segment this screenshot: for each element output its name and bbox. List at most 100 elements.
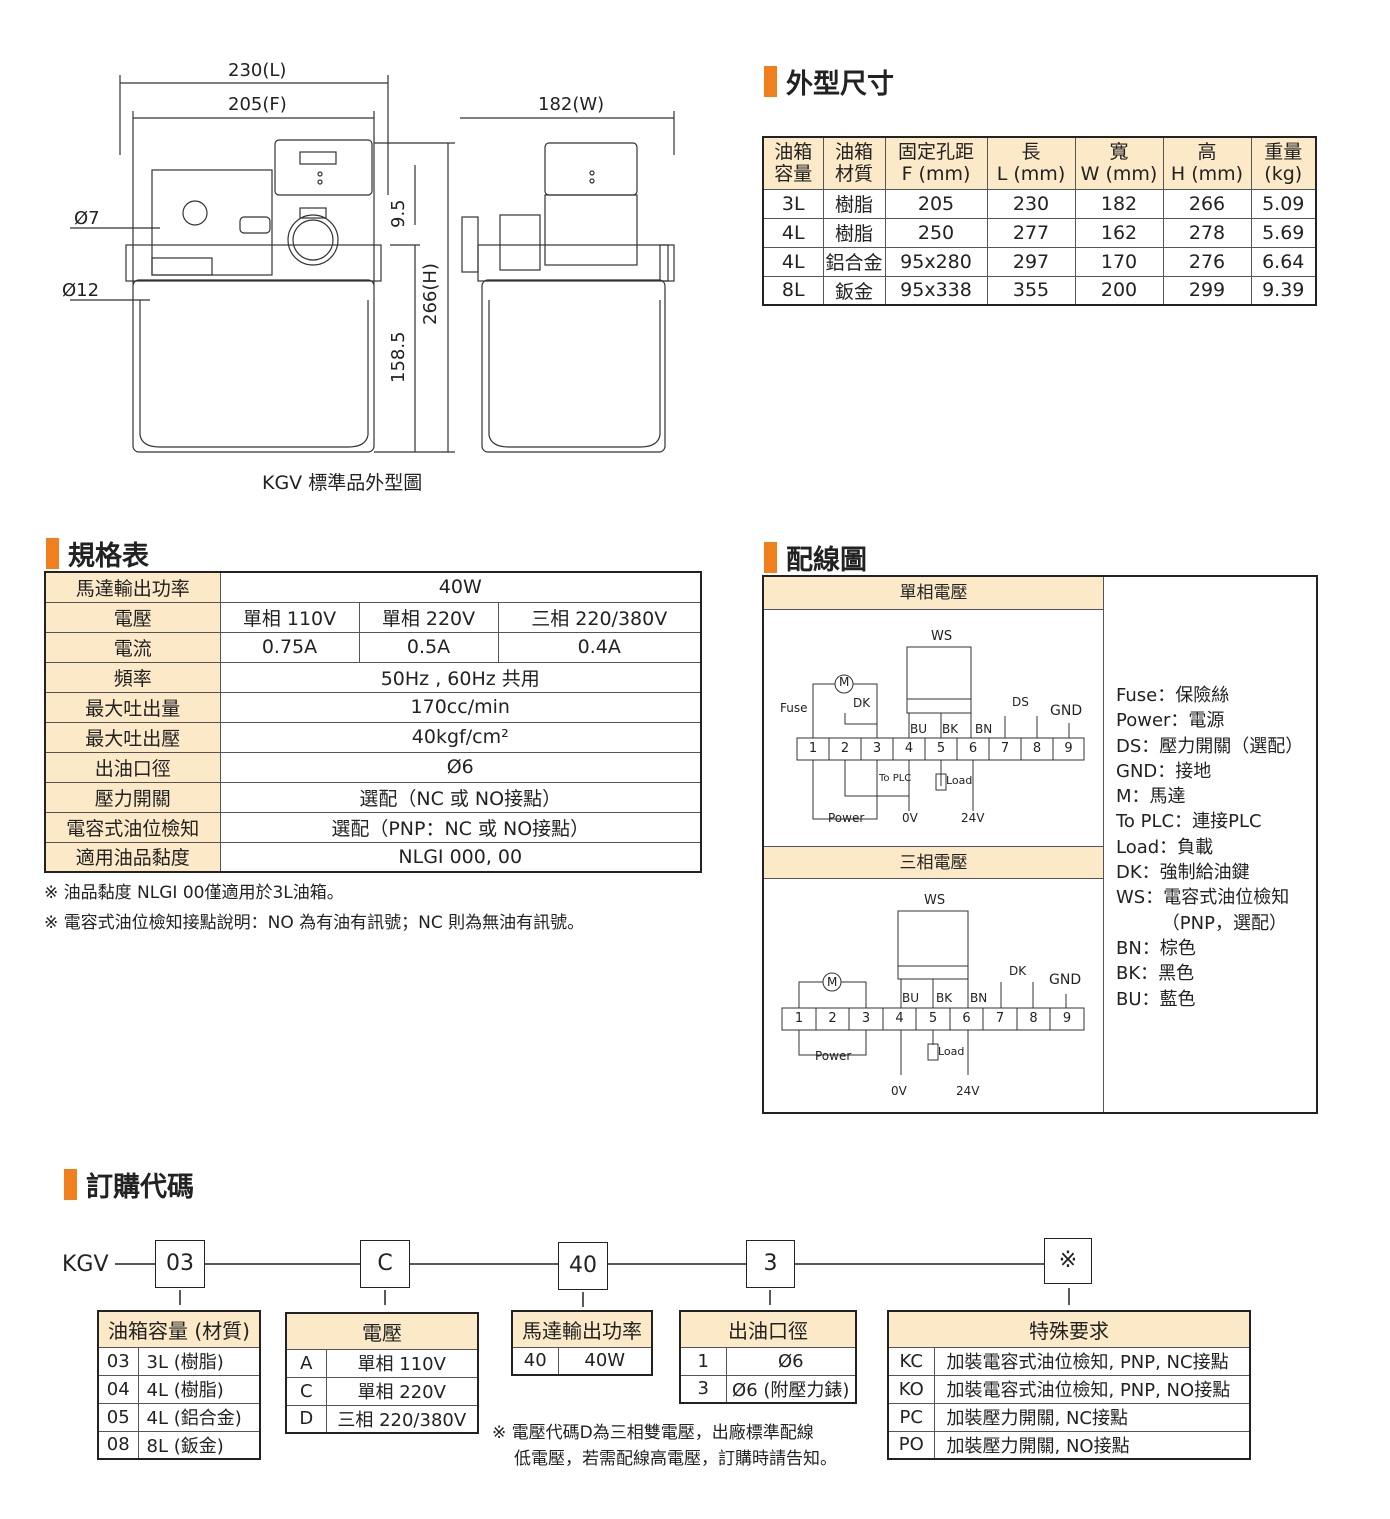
dim-label-d7: Ø7 xyxy=(74,208,100,229)
dim-header: 固定孔距 F (mm) xyxy=(884,136,988,190)
terminal-strip: 1 2 3 4 5 6 7 8 9 xyxy=(808,741,1073,756)
three-phase-schematic xyxy=(781,910,1085,1075)
24v-label: 24V xyxy=(956,1084,980,1098)
0v-label: 0V xyxy=(902,811,918,825)
dim-label-9-5: 9.5 xyxy=(388,199,409,228)
24v-label: 24V xyxy=(961,811,985,825)
code-box-special: ※ xyxy=(1044,1238,1092,1284)
table-row: 電容式油位檢知選配（PNP：NC 或 NO接點） xyxy=(44,811,702,843)
gnd-label: GND xyxy=(1050,703,1083,719)
voltage-note-1: ※ 電壓代碼D為三相雙電壓，出廠標準配線 xyxy=(492,1423,814,1443)
ws-label: WS xyxy=(931,629,953,644)
order-title: 訂購代碼 xyxy=(64,1165,194,1204)
power-label: Power xyxy=(815,1049,852,1063)
bn-label: BN xyxy=(975,722,993,736)
dim-header: 高 H (mm) xyxy=(1162,136,1252,190)
0v-label: 0V xyxy=(891,1084,907,1098)
spec-note-2: ※ 電容式油位檢知接點說明：NO 為有油有訊號；NC 則為無油有訊號。 xyxy=(44,913,585,933)
to-plc-label: To PLC xyxy=(879,773,912,784)
code-box-tank: 03 xyxy=(155,1240,205,1288)
single-phase-header: 單相電壓 xyxy=(764,577,1103,610)
load-label: Load xyxy=(938,1045,965,1058)
wiring-title: 配線圖 xyxy=(764,538,867,577)
dim-label-H: 266(H) xyxy=(420,263,441,325)
ws-label: WS xyxy=(924,893,946,908)
voltage-note-2: 低電壓，若需配線高電壓，訂購時請告知。 xyxy=(514,1449,837,1469)
dim-header: 重量 (kg) xyxy=(1250,136,1317,190)
power-label: Power xyxy=(828,811,865,825)
order-prefix: KGV xyxy=(62,1252,109,1277)
dim-label-d12: Ø12 xyxy=(62,280,100,301)
dimensions-table: 油箱 容量 油箱 材質 固定孔距 F (mm) 長 L (mm) 寬 W (mm… xyxy=(762,136,1317,306)
motor-label: M xyxy=(827,975,838,989)
dim-header: 長 L (mm) xyxy=(986,136,1076,190)
single-phase-schematic xyxy=(796,646,1085,820)
fuse-label: Fuse xyxy=(780,701,808,715)
code-box-power: 40 xyxy=(558,1242,608,1290)
bk-label: BK xyxy=(942,722,959,736)
bu-label: BU xyxy=(902,991,920,1005)
order-connectors xyxy=(115,1263,1070,1307)
ds-label: DS xyxy=(1012,695,1029,709)
code-box-voltage: C xyxy=(360,1240,410,1288)
table-row: 壓力開關選配（NC 或 NO接點） xyxy=(44,781,702,813)
code-box-outlet: 3 xyxy=(746,1240,795,1288)
dim-label-L: 230(L) xyxy=(228,60,287,81)
spec-title: 規格表 xyxy=(46,534,149,573)
dim-header: 寬 W (mm) xyxy=(1074,136,1164,190)
motor-label: M xyxy=(839,675,850,689)
bk-label: BK xyxy=(936,991,953,1005)
dim-header: 油箱 材質 xyxy=(822,136,886,190)
dim-label-W: 182(W) xyxy=(538,94,605,115)
wiring-left-column: 單相電壓 三相電壓 xyxy=(764,577,1104,1112)
three-phase-header: 三相電壓 xyxy=(764,846,1103,879)
gnd-label: GND xyxy=(1049,972,1082,988)
dimensions-title: 外型尺寸 xyxy=(764,62,894,101)
outline-drawing xyxy=(70,75,675,453)
dk-label: DK xyxy=(853,696,871,710)
dim-label-158: 158.5 xyxy=(388,331,409,383)
dim-header: 油箱 容量 xyxy=(762,136,824,190)
drawing-caption: KGV 標準品外型圖 xyxy=(262,472,423,494)
bn-label: BN xyxy=(970,991,988,1005)
load-label: Load xyxy=(946,774,973,787)
bu-label: BU xyxy=(910,722,928,736)
wiring-diagram: 單相電壓 三相電壓 xyxy=(762,575,1318,1114)
wiring-legend: Fuse：保險絲 Power：電源 DS：壓力開關（選配） GND：接地 M：馬… xyxy=(1116,685,1304,1010)
dim-label-F: 205(F) xyxy=(228,94,287,115)
spec-note-1: ※ 油品黏度 NLGI 00僅適用於3L油箱。 xyxy=(44,883,344,903)
dk-label: DK xyxy=(1009,964,1027,978)
terminal-strip: 1 2 3 4 5 6 7 8 9 xyxy=(794,1011,1072,1026)
